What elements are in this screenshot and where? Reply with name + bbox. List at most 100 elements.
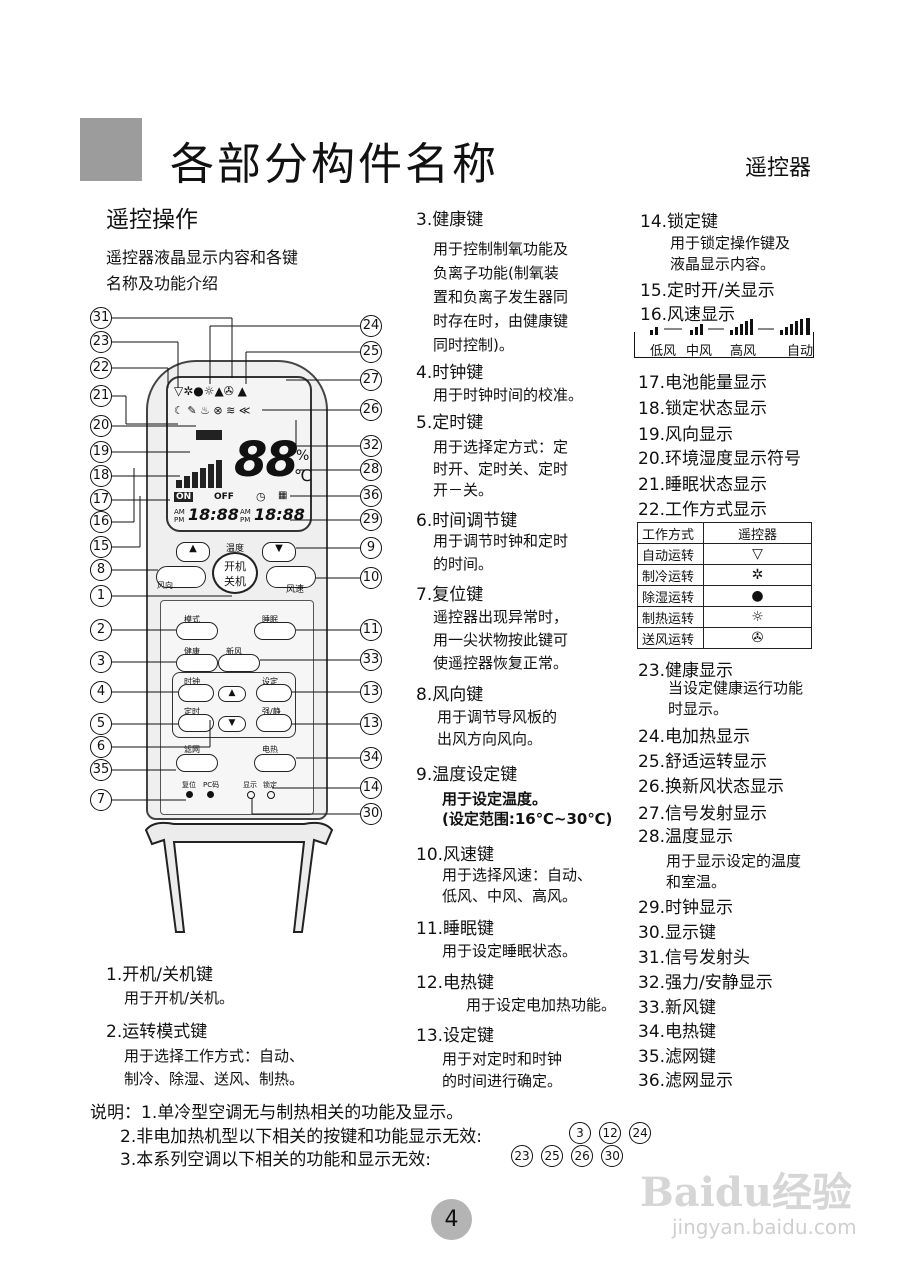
callout-21: 21 [90,385,112,407]
lcd-timer-off: OFF [214,492,234,502]
note-number: 26 [571,1145,594,1167]
display-button[interactable] [247,791,255,799]
callout-33: 33 [360,649,382,671]
mode-label: 模式 [184,615,200,624]
callout-29: 29 [360,509,382,531]
item-30-title: 30.显示键 [638,923,717,943]
callout-5: 5 [90,713,112,735]
time-button-group [172,672,296,738]
wind-direction-label: 风向 [157,581,173,590]
table-header-row: 工作方式 遥控器 [637,522,812,544]
item-12-title: 12.电热键 [416,973,495,993]
item-7-desc-3: 使遥控器恢复正常。 [433,654,569,672]
strong-label: 强/静 [262,707,281,716]
callout-1: 1 [90,585,112,607]
item-16-title: 16.风速显示 [640,305,736,325]
strong-quiet-button[interactable] [256,714,292,732]
fresh-label: 新风 [226,647,242,656]
auto-mode-icon: ▽ [703,543,812,565]
fresh-air-button[interactable] [218,654,260,672]
power-button[interactable]: 开机关机 [212,552,258,594]
callout-26: 26 [360,399,382,421]
callout-36: 36 [360,485,382,507]
item-23-desc-1: 当设定健康运行功能 [668,679,804,697]
speed-bars-icon [650,318,810,335]
table-cell-mode: 制热运转 [637,606,704,628]
clock-label: 时钟 [184,677,200,686]
remote-lcd: ▽✲●☼▲✇ ▲ ☾ ✎ ♨ ⊗ ≋ ≪ 88 % ℃ ON OFF ◷ ▦ A… [166,376,312,532]
temp-up-button[interactable]: ▲ [176,542,210,562]
note-2-numbers: 3 12 24 [566,1122,652,1144]
filter-button[interactable] [176,754,218,772]
note-3: 3.本系列空调以下相关的功能和显示无效: [120,1150,431,1170]
item-3-desc-2: 负离子功能(制氧装 [433,264,559,282]
intro-line-1: 遥控器液晶显示内容和各键 [106,248,299,267]
page-number: 4 [431,1199,472,1240]
callout-23: 23 [90,331,112,353]
callout-7: 7 [90,789,112,811]
note-number: 3 [569,1122,591,1144]
item-7-desc-2: 用一尖状物按此键可 [433,631,569,649]
speed-mid: 中风 [686,344,713,359]
callout-20: 20 [90,415,112,437]
item-11-desc: 用于设定睡眠状态。 [442,942,578,960]
temp-label: 温度 [226,544,245,554]
callout-32: 32 [360,435,382,457]
table-cell-mode: 自动运转 [637,543,704,565]
callout-13a: 13 [360,681,382,703]
sleep-button[interactable] [254,622,296,640]
item-35-title: 35.滤网键 [638,1047,717,1067]
watermark-url: jingyan.baidu.com [672,1215,857,1239]
item-3-desc-1: 用于控制制氧功能及 [433,240,569,258]
item-33-title: 33.新风键 [638,998,717,1018]
callout-31: 31 [90,307,112,329]
note-3-numbers: 23 25 26 30 [508,1145,624,1167]
table-cell-mode: 制冷运转 [637,564,704,586]
reset-button[interactable] [186,791,193,798]
set-button[interactable] [256,684,292,702]
item-9-desc-2: (设定范围:16℃~30℃) [442,810,613,828]
callout-9: 9 [360,537,382,559]
callout-11: 11 [360,619,382,641]
time-down-button[interactable]: ▼ [218,716,246,732]
callout-2: 2 [90,619,112,641]
intro-line-2: 名称及功能介绍 [106,274,219,293]
lock-button[interactable] [267,791,275,799]
timer-button[interactable] [178,714,214,732]
item-12-desc: 用于设定电加热功能。 [466,996,617,1014]
item-14-title: 14.锁定键 [640,212,719,232]
speed-low: 低风 [650,344,677,359]
item-5-desc-1: 用于选择定方式：定 [433,438,569,456]
item-32-title: 32.强力/安静显示 [638,973,773,993]
item-14-desc-1: 用于锁定操作键及 [670,234,791,252]
item-13-desc-1: 用于对定时和时钟 [442,1050,563,1068]
speed-high: 高风 [730,344,757,359]
note-number: 30 [601,1145,624,1167]
health-button[interactable] [176,654,218,672]
item-36-title: 36.滤网显示 [638,1071,734,1091]
item-15-title: 15.定时开/关显示 [640,281,775,301]
item-8-desc-1: 用于调节导风板的 [437,708,558,726]
item-22-title: 22.工作方式显示 [638,500,768,520]
lcd-celsius: ℃ [294,466,312,485]
lcd-swing-bar [196,430,222,440]
item-24-title: 24.电加热显示 [638,727,751,747]
wind-direction-button[interactable] [156,566,206,588]
filter-display-icon: ▦ [278,490,288,501]
filter-label: 滤网 [184,745,200,754]
item-23-title: 23.健康显示 [638,661,734,681]
callout-19: 19 [90,441,112,463]
fan-mode-icon: ✇ [703,627,812,649]
item-3-desc-3: 置和负离子发生器同 [433,288,569,306]
mode-button[interactable] [176,622,218,640]
clock-button[interactable] [178,684,214,702]
cool-mode-icon: ✲ [703,564,812,586]
item-1-desc: 用于开机/关机。 [124,989,235,1007]
heater-button[interactable] [254,754,296,772]
callout-22: 22 [90,357,112,379]
wind-speed-button[interactable] [266,566,316,588]
time-up-button[interactable]: ▲ [218,686,246,702]
temp-down-button[interactable]: ▼ [262,542,296,562]
note-number: 23 [511,1145,533,1167]
